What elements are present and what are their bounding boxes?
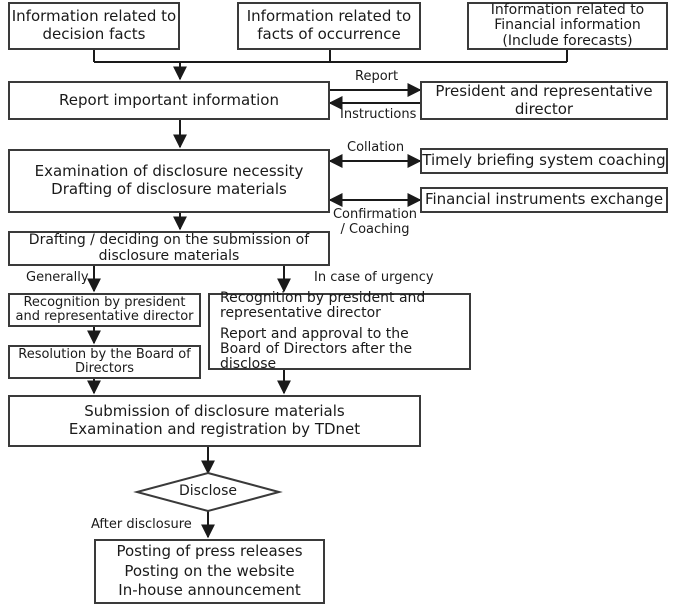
resolution-board-box: Resolution by the Board of Directors <box>8 345 201 379</box>
examination-box: Examination of disclosure necessity Draf… <box>8 149 330 213</box>
source-financial-information: Information related to Financial informa… <box>467 2 668 50</box>
president-director-box: President and representative director <box>420 81 668 120</box>
urgency-label: In case of urgency <box>314 270 434 285</box>
posting-box: Posting of press releases Posting on the… <box>94 539 325 604</box>
disclose-diamond <box>133 471 283 513</box>
instructions-label: Instructions <box>340 107 417 122</box>
confirmation-label: Confirmation / Coaching <box>332 207 418 237</box>
drafting-deciding-box: Drafting / deciding on the submission of… <box>8 231 330 266</box>
source-decision-facts: Information related to decision facts <box>8 2 180 50</box>
recognition-general-box: Recognition by president and representat… <box>8 293 201 327</box>
generally-label: Generally <box>26 270 89 285</box>
timely-briefing-box: Timely briefing system coaching <box>420 148 668 174</box>
financial-exchange-box: Financial instruments exchange <box>420 187 668 213</box>
collation-label: Collation <box>347 140 405 155</box>
source-facts-of-occurrence: Information related to facts of occurren… <box>237 2 421 50</box>
report-label: Report <box>355 69 399 84</box>
submission-box: Submission of disclosure materials Exami… <box>8 395 421 447</box>
after-disclosure-label: After disclosure <box>91 517 192 532</box>
urgent-box: Recognition by president and representat… <box>208 290 471 372</box>
disclose-label: Disclose <box>178 483 238 499</box>
report-important-information-box: Report important information <box>8 81 330 120</box>
